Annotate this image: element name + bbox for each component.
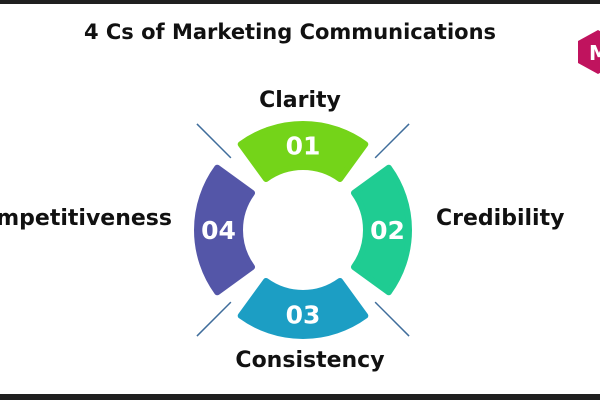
segment-number-04: 04 [201,216,236,245]
label-consistency: Consistency [235,348,385,373]
brand-logo: M [578,30,600,74]
page-title: 4 Cs of Marketing Communications [83,20,497,44]
ring-segment-04 [194,164,256,296]
four-cs-diagram: 01 02 03 04 [194,121,412,339]
label-clarity: Clarity [259,88,341,113]
label-competitiveness: Competitiveness [0,206,172,231]
ring-segment-02 [350,164,412,296]
connector-line [374,123,410,159]
segment-number-01: 01 [286,132,321,161]
segment-number-02: 02 [370,216,405,245]
ring-segment-03 [237,277,369,339]
logo-letter: M [589,41,600,65]
label-credibility: Credibility [436,206,565,231]
connector-line [196,301,232,337]
ring-segment-01 [237,121,369,183]
logo-hexagon [578,30,600,74]
segment-number-03: 03 [286,301,321,330]
connector-line [374,301,410,337]
connector-line [196,123,232,159]
ring-segments: 01 02 03 04 [194,121,412,339]
connector-lines [196,123,410,337]
